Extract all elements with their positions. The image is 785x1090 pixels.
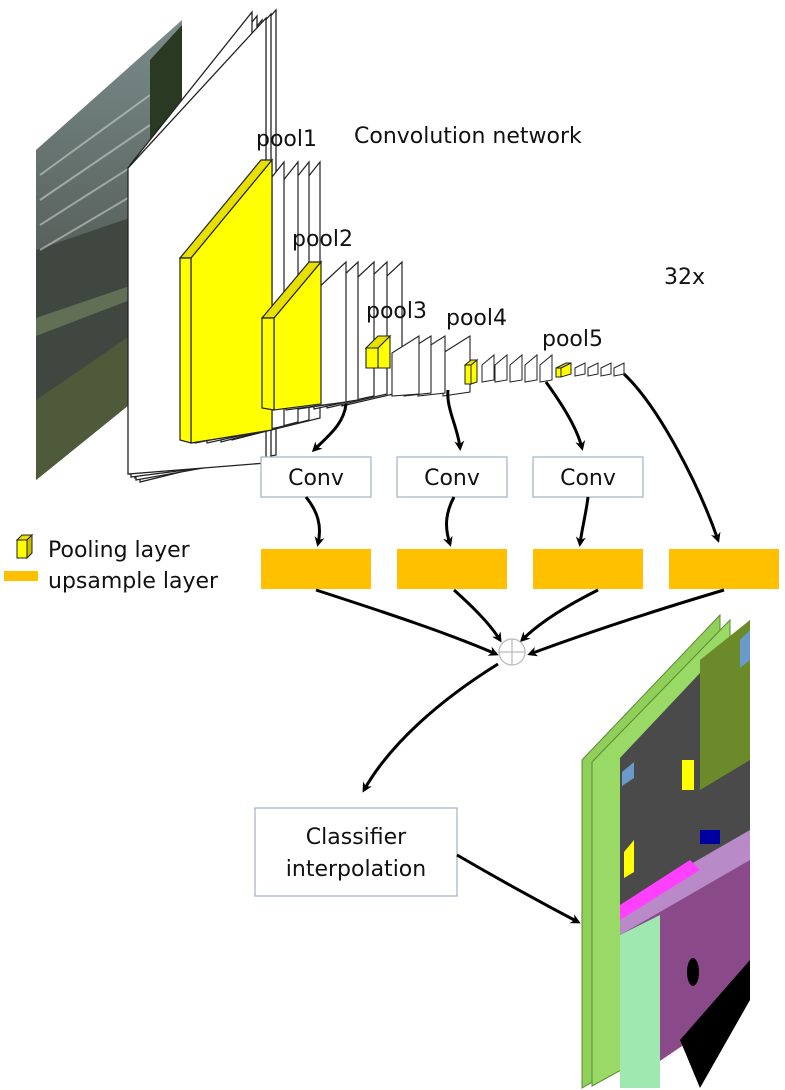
pool-to-conv-arrows — [311, 372, 721, 543]
scale-label: 32x — [664, 265, 705, 290]
arrow-pool4-conv — [446, 389, 465, 451]
pool1-label: pool1 — [256, 127, 317, 152]
conv-label-3: Conv — [560, 466, 616, 491]
conv-label-1: Conv — [288, 466, 344, 491]
upsample-layers — [261, 549, 779, 589]
pool2-block — [260, 260, 403, 411]
conv-box-2: Conv — [396, 456, 508, 498]
title-label: Convolution network — [354, 124, 582, 149]
arrow-pool5-conv — [544, 381, 586, 451]
arrow-classifier-output — [456, 853, 581, 924]
pooling-legend-icon — [16, 539, 28, 559]
pool3-label: pool3 — [366, 299, 427, 324]
pool4-block — [463, 353, 553, 385]
arrow-final-upsample — [622, 372, 721, 543]
conv-box-1: Conv — [260, 456, 372, 498]
arrow-pool3-conv — [311, 403, 348, 453]
pool5-block — [555, 362, 625, 378]
upsample-legend-icon — [4, 571, 38, 581]
conv-box-3: Conv — [532, 456, 644, 498]
output-segmentation — [581, 613, 750, 1089]
upsample-to-sum-arrows — [315, 588, 725, 657]
pool5-label: pool5 — [542, 327, 603, 352]
classifier-line-2: interpolation — [286, 857, 426, 882]
upsample-bar-2 — [397, 549, 507, 589]
conv-label-2: Conv — [424, 466, 480, 491]
conv-to-upsample-arrows — [304, 496, 590, 547]
upsample-bar-3 — [533, 549, 643, 589]
legend-pooling-label: Pooling layer — [48, 538, 191, 563]
upsample-bar-1 — [261, 549, 371, 589]
legend: Pooling layer upsample layer — [4, 533, 219, 594]
upsample-bar-4 — [669, 549, 779, 589]
classifier-line-1: Classifier — [306, 825, 407, 850]
pool4-label: pool4 — [446, 306, 507, 331]
classifier-box: Classifier interpolation — [254, 807, 458, 897]
arrow-sum-classifier — [362, 662, 499, 793]
pool2-label: pool2 — [292, 227, 353, 252]
sum-node — [498, 638, 526, 666]
legend-upsample-label: upsample layer — [48, 569, 219, 594]
pool3-block — [364, 334, 471, 397]
